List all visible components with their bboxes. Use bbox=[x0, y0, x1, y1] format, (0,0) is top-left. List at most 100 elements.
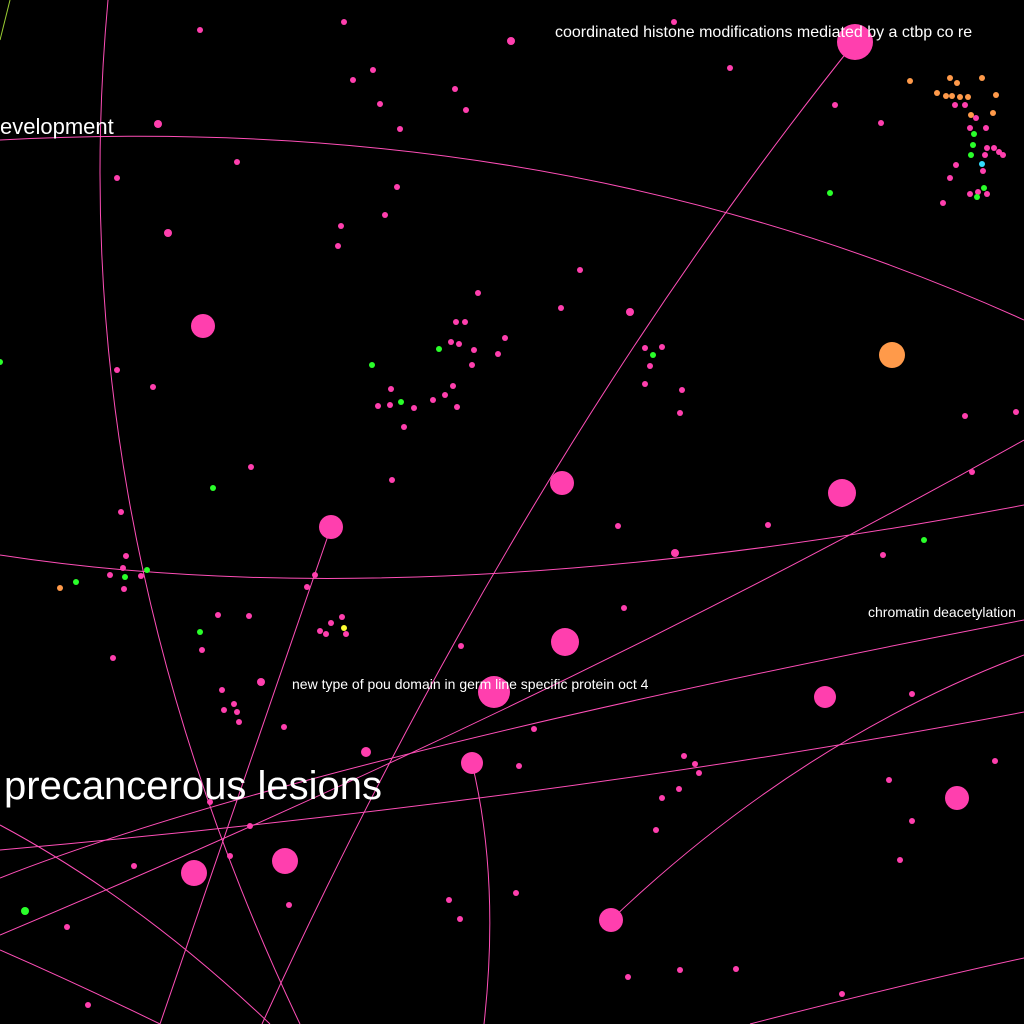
graph-node[interactable] bbox=[236, 719, 242, 725]
graph-node[interactable] bbox=[475, 290, 481, 296]
graph-node[interactable] bbox=[947, 75, 953, 81]
graph-node[interactable] bbox=[880, 552, 886, 558]
hub-node[interactable] bbox=[319, 515, 343, 539]
graph-node[interactable] bbox=[696, 770, 702, 776]
graph-node[interactable] bbox=[671, 549, 679, 557]
label-development[interactable]: evelopment bbox=[0, 114, 114, 139]
graph-node[interactable] bbox=[659, 344, 665, 350]
graph-node[interactable] bbox=[677, 967, 683, 973]
graph-node[interactable] bbox=[210, 485, 216, 491]
graph-node[interactable] bbox=[962, 413, 968, 419]
graph-node[interactable] bbox=[968, 152, 974, 158]
graph-node[interactable] bbox=[962, 102, 968, 108]
graph-node[interactable] bbox=[992, 758, 998, 764]
graph-node[interactable] bbox=[462, 319, 468, 325]
graph-node[interactable] bbox=[21, 907, 29, 915]
graph-node[interactable] bbox=[231, 701, 237, 707]
graph-node[interactable] bbox=[676, 786, 682, 792]
graph-node[interactable] bbox=[199, 647, 205, 653]
graph-node[interactable] bbox=[85, 1002, 91, 1008]
graph-node[interactable] bbox=[398, 399, 404, 405]
graph-node[interactable] bbox=[642, 345, 648, 351]
graph-node[interactable] bbox=[436, 346, 442, 352]
hub-node[interactable] bbox=[551, 628, 579, 656]
graph-node[interactable] bbox=[979, 75, 985, 81]
graph-node[interactable] bbox=[991, 145, 997, 151]
graph-node[interactable] bbox=[980, 168, 986, 174]
graph-node[interactable] bbox=[339, 614, 345, 620]
graph-node[interactable] bbox=[982, 152, 988, 158]
graph-node[interactable] bbox=[234, 159, 240, 165]
graph-node[interactable] bbox=[558, 305, 564, 311]
graph-node[interactable] bbox=[219, 687, 225, 693]
hub-node[interactable] bbox=[814, 686, 836, 708]
graph-node[interactable] bbox=[387, 402, 393, 408]
graph-node[interactable] bbox=[382, 212, 388, 218]
graph-node[interactable] bbox=[246, 613, 252, 619]
graph-node[interactable] bbox=[692, 761, 698, 767]
graph-node[interactable] bbox=[123, 553, 129, 559]
graph-node[interactable] bbox=[456, 341, 462, 347]
label-pou-domain[interactable]: new type of pou domain in germ line spec… bbox=[292, 676, 649, 692]
graph-node[interactable] bbox=[681, 753, 687, 759]
graph-node[interactable] bbox=[671, 19, 677, 25]
graph-node[interactable] bbox=[458, 643, 464, 649]
graph-node[interactable] bbox=[727, 65, 733, 71]
graph-node[interactable] bbox=[947, 175, 953, 181]
graph-node[interactable] bbox=[973, 115, 979, 121]
graph-node[interactable] bbox=[122, 574, 128, 580]
graph-node[interactable] bbox=[107, 572, 113, 578]
graph-node[interactable] bbox=[114, 367, 120, 373]
graph-node[interactable] bbox=[453, 319, 459, 325]
graph-node[interactable] bbox=[154, 120, 162, 128]
graph-node[interactable] bbox=[114, 175, 120, 181]
graph-node[interactable] bbox=[909, 818, 915, 824]
graph-node[interactable] bbox=[138, 573, 144, 579]
graph-node[interactable] bbox=[338, 223, 344, 229]
hub-node[interactable] bbox=[945, 786, 969, 810]
graph-node[interactable] bbox=[507, 37, 515, 45]
graph-node[interactable] bbox=[990, 110, 996, 116]
graph-node[interactable] bbox=[949, 93, 955, 99]
graph-node[interactable] bbox=[131, 863, 137, 869]
graph-node[interactable] bbox=[984, 145, 990, 151]
graph-node[interactable] bbox=[207, 799, 213, 805]
graph-node[interactable] bbox=[457, 916, 463, 922]
graph-node[interactable] bbox=[642, 381, 648, 387]
graph-node[interactable] bbox=[375, 403, 381, 409]
graph-node[interactable] bbox=[469, 362, 475, 368]
graph-node[interactable] bbox=[257, 678, 265, 686]
graph-node[interactable] bbox=[118, 509, 124, 515]
graph-node[interactable] bbox=[495, 351, 501, 357]
graph-node[interactable] bbox=[370, 67, 376, 73]
graph-node[interactable] bbox=[984, 191, 990, 197]
graph-node[interactable] bbox=[952, 102, 958, 108]
hub-node[interactable] bbox=[550, 471, 574, 495]
graph-node[interactable] bbox=[653, 827, 659, 833]
label-coordinated-histone[interactable]: coordinated histone modifications mediat… bbox=[555, 24, 972, 41]
graph-node[interactable] bbox=[442, 392, 448, 398]
graph-node[interactable] bbox=[221, 707, 227, 713]
graph-node[interactable] bbox=[341, 19, 347, 25]
graph-node[interactable] bbox=[471, 347, 477, 353]
graph-node[interactable] bbox=[968, 112, 974, 118]
graph-node[interactable] bbox=[971, 131, 977, 137]
graph-node[interactable] bbox=[394, 184, 400, 190]
graph-node[interactable] bbox=[286, 902, 292, 908]
graph-node[interactable] bbox=[886, 777, 892, 783]
graph-node[interactable] bbox=[247, 823, 253, 829]
graph-node[interactable] bbox=[0, 359, 3, 365]
hub-node[interactable] bbox=[272, 848, 298, 874]
graph-node[interactable] bbox=[317, 628, 323, 634]
graph-node[interactable] bbox=[430, 397, 436, 403]
graph-node[interactable] bbox=[621, 605, 627, 611]
graph-node[interactable] bbox=[993, 92, 999, 98]
graph-node[interactable] bbox=[281, 724, 287, 730]
graph-node[interactable] bbox=[234, 709, 240, 715]
graph-node[interactable] bbox=[323, 631, 329, 637]
graph-node[interactable] bbox=[64, 924, 70, 930]
graph-node[interactable] bbox=[328, 620, 334, 626]
graph-node[interactable] bbox=[615, 523, 621, 529]
graph-node[interactable] bbox=[57, 585, 63, 591]
graph-node[interactable] bbox=[335, 243, 341, 249]
